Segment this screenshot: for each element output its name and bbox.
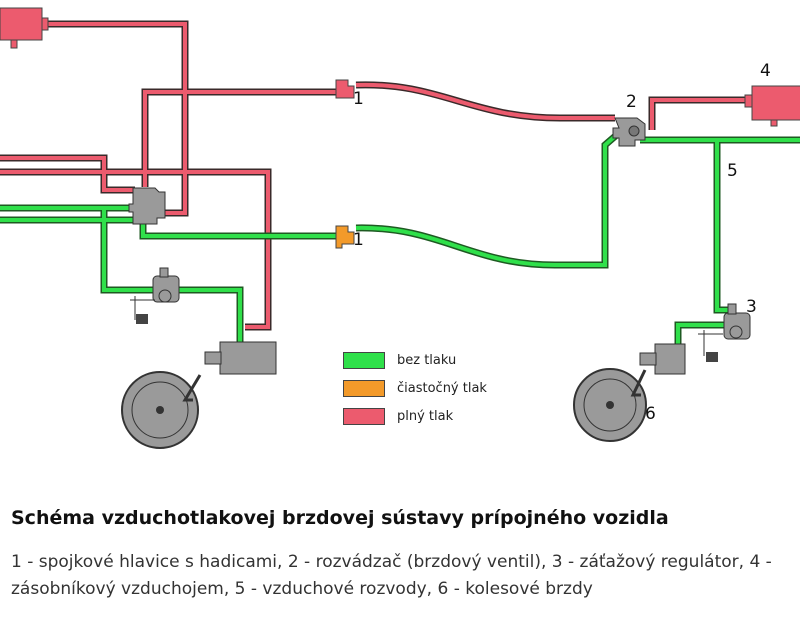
load-regulator-left — [130, 267, 180, 324]
label-4: 4 — [760, 61, 771, 81]
caption-title: Schéma vzduchotlakovej brzdovej sústavy … — [11, 507, 669, 529]
air-tank-4 — [744, 85, 800, 127]
label-2: 2 — [626, 92, 637, 112]
brake-system-diagram — [0, 7, 800, 449]
label-1-bottom: 1 — [353, 230, 364, 250]
brake-drum-left — [121, 371, 202, 449]
brake-chamber-right — [639, 343, 686, 375]
full-pressure-lines — [0, 20, 752, 331]
load-regulator-3 — [698, 303, 751, 362]
brake-chamber-left — [204, 341, 277, 375]
legend-label: čiastočný tlak — [397, 380, 487, 396]
label-1-top: 1 — [353, 89, 364, 109]
label-6: 6 — [645, 404, 656, 424]
brake-drum-right — [573, 368, 647, 442]
no-pressure-lines — [0, 129, 800, 350]
legend: bez tlaku čiastočný tlak plný tlak — [343, 346, 487, 430]
swatch — [343, 407, 385, 425]
trailer-valve-left — [128, 187, 166, 225]
legend-item-partial-pressure: čiastočný tlak — [343, 374, 487, 402]
swatch — [343, 379, 385, 397]
caption-description: 1 - spojkové hlavice s hadicami, 2 - roz… — [11, 552, 772, 599]
label-3: 3 — [746, 297, 757, 317]
legend-label: bez tlaku — [397, 352, 457, 368]
control-valve-2 — [612, 117, 646, 147]
legend-label: plný tlak — [397, 408, 454, 424]
coupling-head-red — [335, 79, 355, 99]
legend-item-no-pressure: bez tlaku — [343, 346, 487, 374]
coupling-head-orange — [335, 225, 355, 249]
air-tank-left — [0, 7, 49, 49]
legend-item-full-pressure: plný tlak — [343, 402, 487, 430]
swatch — [343, 351, 385, 369]
label-5: 5 — [727, 161, 738, 181]
